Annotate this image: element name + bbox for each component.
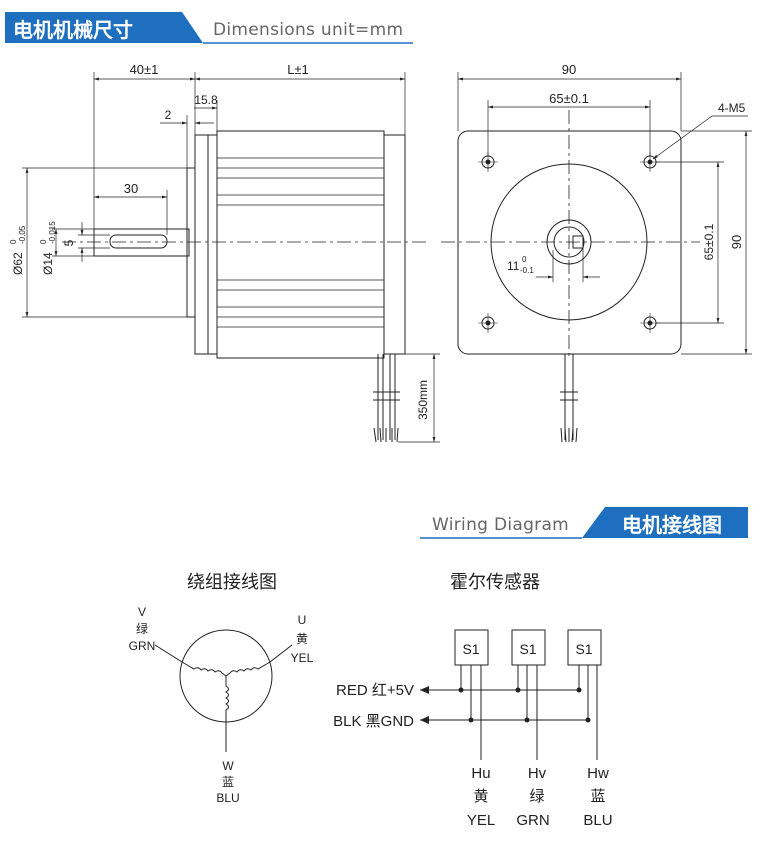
bottom-banner-bg	[582, 507, 748, 538]
dim-90-right: 90	[729, 235, 744, 249]
front-cables	[560, 354, 578, 443]
hu-en: YEL	[467, 812, 495, 829]
front-flange	[194, 134, 218, 355]
dim-L: L±1	[287, 62, 309, 77]
coil-w	[225, 676, 229, 722]
sensor-box-3	[567, 629, 602, 666]
front-face	[457, 130, 682, 355]
dia14-tol-top: 0	[39, 239, 48, 244]
dia62-text: Ø62	[11, 252, 25, 275]
lead-u	[269, 644, 293, 663]
lead-v	[154, 644, 183, 663]
winding-title: 绕组接线图	[187, 572, 277, 592]
front-view	[441, 72, 752, 443]
dia62-tol-bot: -0.05	[18, 225, 27, 244]
bottom-banner-title: 电机接线图	[622, 513, 722, 537]
dim-2: 2	[165, 108, 172, 122]
hall-diagram	[420, 629, 602, 760]
sensor-label-1: S1	[462, 641, 479, 657]
dia14-text: Ø14	[41, 252, 55, 275]
dim-11: 11	[507, 259, 520, 273]
winding-u-cn: 黄	[296, 632, 308, 646]
hv-cn: 绿	[529, 788, 544, 805]
shaft-key	[109, 234, 168, 249]
hw-cn: 蓝	[590, 788, 605, 805]
dim-15-8: 15.8	[194, 93, 218, 107]
pilot	[186, 167, 196, 318]
sensor-box-2	[511, 629, 546, 666]
blk-gnd-label: BLK 黑GND	[333, 713, 414, 730]
hu-cn: 黄	[473, 788, 488, 805]
winding-u: U	[298, 613, 307, 627]
dim-4m5: 4-M5	[718, 101, 746, 115]
dim-11-tol-bot: -0.1	[520, 266, 534, 275]
hw-label: Hw	[587, 765, 609, 782]
winding-v-en: GRN	[129, 639, 156, 653]
hv-en: GRN	[516, 812, 549, 829]
dia14-tol-bot: -0.015	[48, 221, 57, 244]
bottom-banner-subtitle: Wiring Diagram	[432, 515, 570, 535]
rear-cap	[383, 134, 406, 355]
dim-40: 40±1	[130, 62, 159, 77]
bus-arrows	[420, 686, 429, 724]
winding-diagram	[154, 629, 293, 752]
bus-dots	[458, 687, 591, 723]
dia62-tol-top: 0	[9, 239, 18, 244]
shaft	[93, 228, 190, 257]
dim-65-top: 65±0.1	[549, 91, 589, 106]
sensor-label-3: S1	[575, 641, 592, 657]
coil-u	[225, 661, 271, 677]
hv-label: Hv	[528, 765, 547, 782]
dim-90-top: 90	[562, 62, 576, 77]
side-cables	[373, 354, 400, 443]
dim-11-tol-top: 0	[522, 255, 527, 264]
coil-v	[181, 661, 227, 677]
winding-u-en: YEL	[291, 651, 314, 665]
side-view	[22, 72, 440, 443]
motor-body	[216, 130, 385, 359]
cable-length: 350mm	[416, 380, 430, 420]
sensor-label-2: S1	[519, 641, 536, 657]
hall-title: 霍尔传感器	[450, 572, 540, 592]
hu-label: Hu	[471, 765, 490, 782]
winding-w-cn: 蓝	[222, 775, 234, 789]
top-banner-title: 电机机械尺寸	[13, 18, 133, 42]
dim-dia62: Ø62 0 -0.05	[9, 225, 27, 275]
winding-w-en: BLU	[216, 791, 239, 805]
red-5v-label: RED 红+5V	[336, 682, 414, 699]
dim-5: 5	[62, 239, 76, 246]
top-banner-bg	[5, 12, 203, 43]
winding-w: W	[222, 759, 234, 773]
top-banner-subtitle: Dimensions unit=mm	[213, 20, 404, 40]
winding-v-cn: 绿	[136, 621, 148, 636]
dim-dia14: Ø14 0 -0.015	[39, 221, 57, 275]
winding-v: V	[138, 605, 146, 619]
hw-en: BLU	[583, 812, 612, 829]
dim-30: 30	[124, 181, 138, 196]
dim-65-right: 65±0.1	[702, 223, 716, 260]
